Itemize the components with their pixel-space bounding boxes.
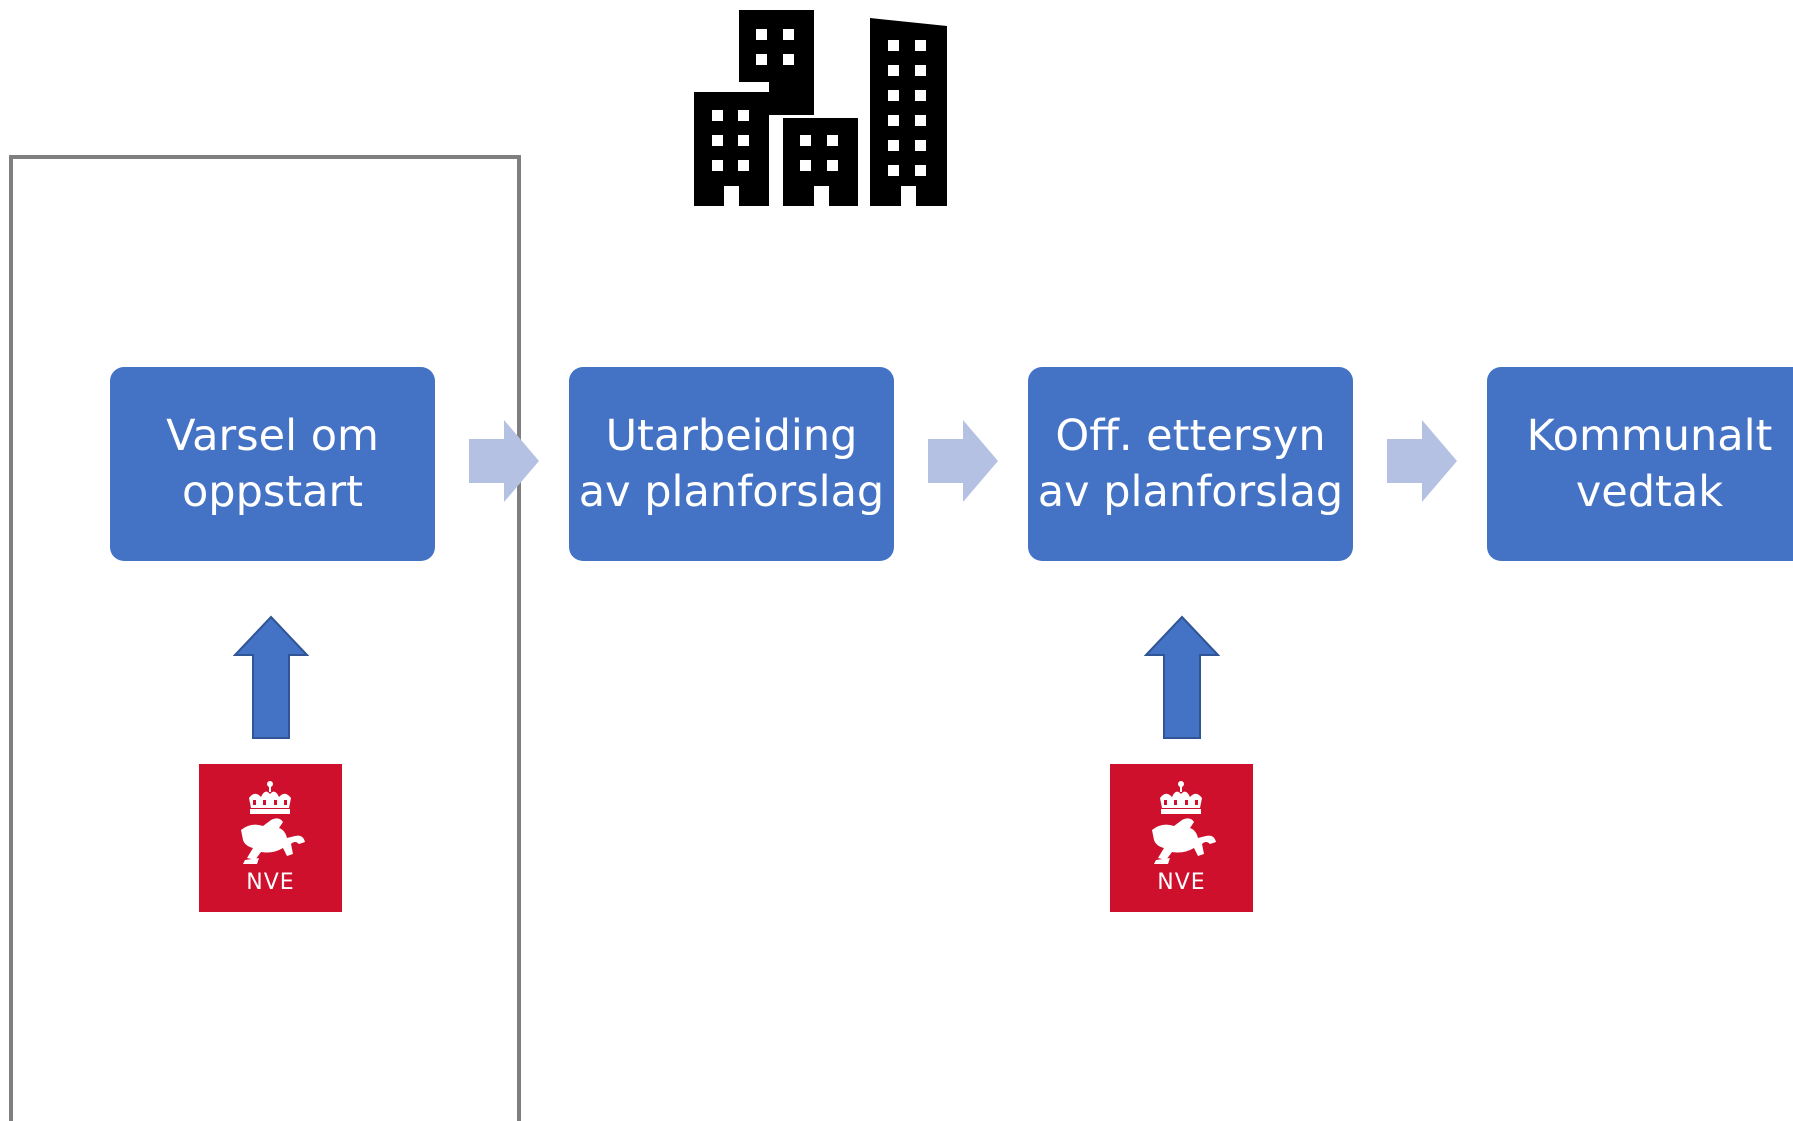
nve-logo-text: NVE [246, 870, 295, 895]
nve-logo: NVE [199, 764, 342, 912]
step-label-line1: Utarbeiding [605, 411, 858, 461]
nve-logo-text: NVE [1157, 870, 1206, 895]
step-kommunalt-vedtak: Kommunalt vedtak [1487, 367, 1793, 561]
step-label-line2: av planforslag [1037, 467, 1344, 517]
step-label-line1: Varsel om [166, 411, 379, 461]
flow-arrow-right-icon [469, 420, 539, 502]
nve-logo: NVE [1110, 764, 1253, 912]
up-arrow-icon [233, 615, 309, 739]
highlight-frame [9, 155, 521, 1121]
flow-arrow-right-icon [928, 420, 998, 502]
step-label-line1: Off. ettersyn [1055, 411, 1326, 461]
step-label-line2: oppstart [181, 467, 364, 517]
step-utarbeiding-av-planforslag: Utarbeiding av planforslag [569, 367, 894, 561]
step-label-line1: Kommunalt [1526, 411, 1773, 461]
flow-arrow-right-icon [1387, 420, 1457, 502]
step-label-line2: av planforslag [578, 467, 885, 517]
step-varsel-om-oppstart: Varsel om oppstart [110, 367, 435, 561]
up-arrow-icon [1144, 615, 1220, 739]
step-off-ettersyn-av-planforslag: Off. ettersyn av planforslag [1028, 367, 1353, 561]
crown-horse-icon [241, 781, 305, 864]
crown-horse-icon [1152, 781, 1216, 864]
buildings-icon [694, 10, 947, 206]
step-label-line2: vedtak [1575, 467, 1724, 517]
